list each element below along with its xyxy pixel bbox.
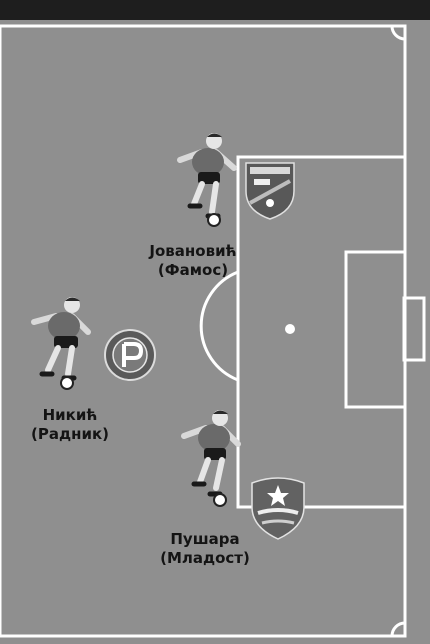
penalty-spot: [285, 324, 295, 334]
player-figure-pushara: [184, 410, 238, 494]
penalty-arc: [201, 272, 238, 380]
ball-pushara: [214, 494, 226, 506]
player-label-pushara: Пушара (Младост): [150, 530, 260, 568]
player-club: (Фамос): [134, 261, 252, 280]
ball-jovanovic: [208, 214, 220, 226]
player-name: Јовановић: [134, 242, 252, 261]
player-figure-jovanovic: [180, 133, 234, 216]
corner-arc-top: [392, 26, 405, 39]
club-badge-famos: [246, 163, 294, 219]
player-club: (Радник): [20, 425, 120, 444]
player-club: (Младост): [150, 549, 260, 568]
goal-area: [346, 252, 405, 407]
player-name: Никић: [20, 406, 120, 425]
player-name: Пушара: [150, 530, 260, 549]
player-figure-nikic: [34, 297, 88, 378]
corner-arc-bottom: [392, 623, 405, 636]
goal: [404, 298, 424, 360]
ball-nikic: [61, 377, 73, 389]
player-label-nikic: Никић (Радник): [20, 406, 120, 444]
player-label-jovanovic: Јовановић (Фамос): [134, 242, 252, 280]
club-badge-radnik: [105, 330, 155, 380]
